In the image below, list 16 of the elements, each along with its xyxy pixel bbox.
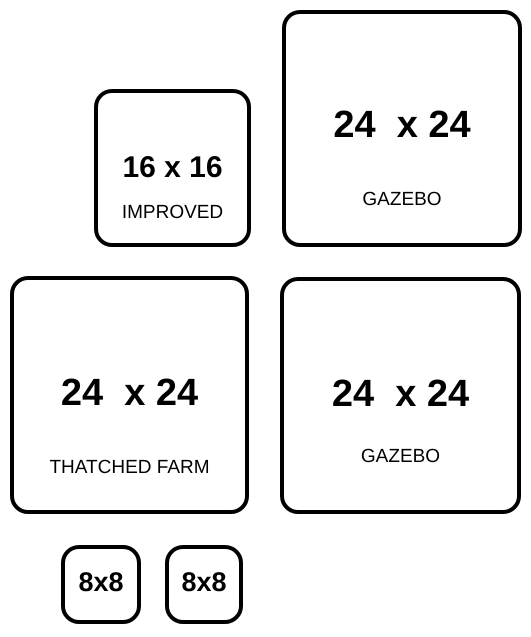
building-name: IMPROVED: [120, 203, 224, 222]
building-name: THATCHED FARM: [48, 458, 211, 477]
size-label: 24 x 24: [330, 375, 470, 413]
rounded-box: [282, 10, 522, 247]
building-name: GAZEBO: [361, 190, 443, 209]
building-name: GAZEBO: [360, 447, 442, 466]
size-label: 8x8: [180, 569, 228, 596]
rounded-box: [94, 89, 251, 247]
size-label: 8x8: [77, 569, 125, 596]
size-label: 24 x 24: [332, 106, 472, 144]
rounded-box: [61, 545, 141, 624]
size-label: 16 x 16: [121, 153, 224, 183]
size-label: 24 x 24: [60, 374, 200, 412]
rounded-box: [280, 277, 521, 514]
rounded-box: [10, 276, 249, 514]
rounded-box: [165, 545, 243, 624]
